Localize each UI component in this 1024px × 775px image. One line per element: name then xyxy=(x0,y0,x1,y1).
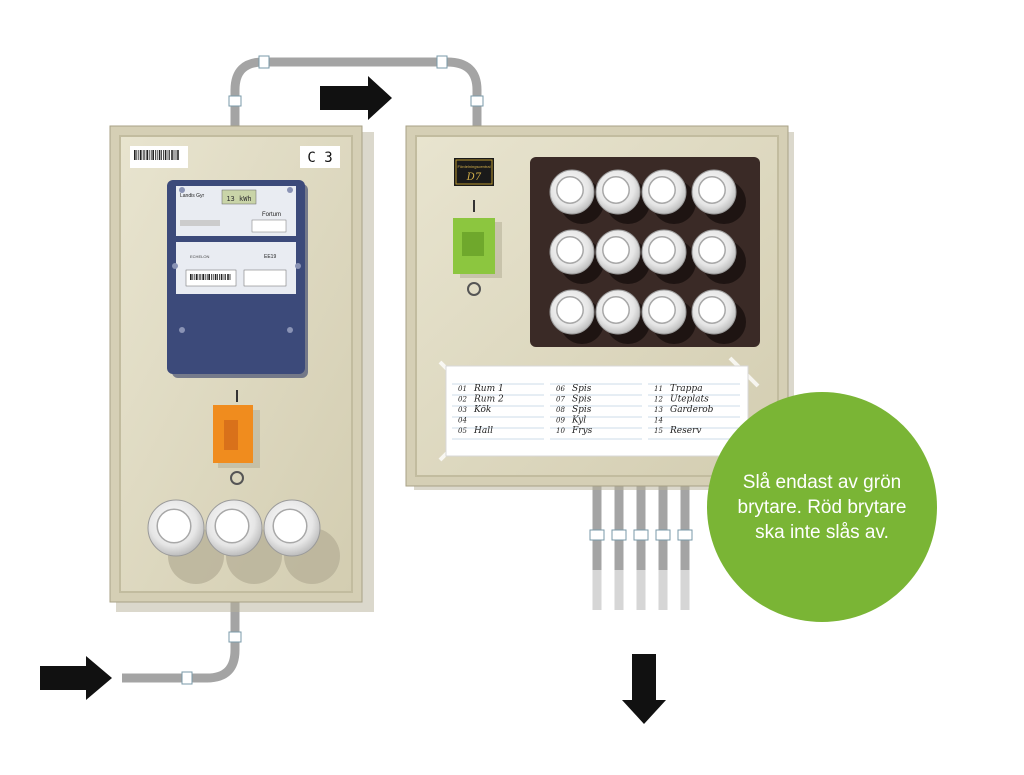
circuit-name: Reserv xyxy=(669,426,701,436)
circuit-name: Rum 1 xyxy=(473,384,504,394)
circuit-name: Spis xyxy=(572,384,592,394)
fuse-11 xyxy=(641,289,696,344)
fuse-5 xyxy=(549,229,604,284)
circuit-name: Hall xyxy=(473,426,493,436)
meter-fuse-3 xyxy=(263,499,321,557)
circuit-number: 03 xyxy=(458,406,467,414)
circuit-number: 12 xyxy=(654,396,663,404)
circuit-number: 02 xyxy=(458,396,467,404)
meter-fuses xyxy=(147,499,340,584)
circuit-name: Garderob xyxy=(670,405,714,415)
circuit-number: 06 xyxy=(556,385,565,393)
cable-out-fade xyxy=(585,570,697,615)
fuse-6 xyxy=(595,229,650,284)
meter-make: ECHELON xyxy=(190,254,209,259)
green-main-switch xyxy=(453,200,502,296)
panel-label: C 3 xyxy=(307,150,332,166)
meter-code: EE19 xyxy=(264,254,276,260)
cables xyxy=(122,57,690,683)
fuse-7 xyxy=(641,229,696,284)
circuit-name: Rum 2 xyxy=(473,395,504,405)
electricity-meter: Landis Gyr 13 kWh Fortum ECHELON EE19 xyxy=(167,180,308,378)
orange-main-switch xyxy=(213,390,260,485)
fuse-4 xyxy=(691,169,746,224)
fuse-3 xyxy=(641,169,696,224)
circuit-number: 01 xyxy=(458,385,467,393)
arrow-bottom-left-icon xyxy=(40,656,112,700)
fuse-2 xyxy=(595,169,650,224)
arrow-top-right-icon xyxy=(320,76,392,120)
circuit-number: 13 xyxy=(654,406,663,414)
cable-bottom xyxy=(122,600,240,683)
circuit-number: 10 xyxy=(556,427,565,435)
plate-title: Fördelningscentral xyxy=(458,164,491,169)
circuit-number: 15 xyxy=(654,427,663,435)
plate-code: D7 xyxy=(466,172,482,183)
cable-clips xyxy=(181,55,693,685)
meter-fuse-2 xyxy=(205,499,263,557)
circuit-number: 04 xyxy=(458,417,467,425)
cable-top xyxy=(230,57,482,128)
barcode-sticker xyxy=(130,146,188,168)
fuse-grid xyxy=(549,169,746,344)
meter-panel: C 3 Landis Gyr 13 kWh Fortum ECHELON EE1… xyxy=(109,125,374,612)
circuit-number: 05 xyxy=(458,427,467,435)
circuit-name: Uteplats xyxy=(670,395,709,405)
circuit-name: Trappa xyxy=(670,384,703,394)
circuit-name: Kök xyxy=(473,405,491,415)
circuit-name: Kyl xyxy=(571,416,586,426)
fuse-1 xyxy=(549,169,604,224)
circuit-name: Spis xyxy=(572,405,592,415)
fuse-12 xyxy=(691,289,746,344)
fuse-10 xyxy=(595,289,650,344)
arrow-down-icon xyxy=(622,654,666,724)
meter-brand2: Fortum xyxy=(262,212,281,218)
meter-display-value: 13 kWh xyxy=(226,195,251,203)
meter-brand: Landis Gyr xyxy=(180,193,205,199)
advice-text: Slå endast av grön brytare. Röd brytare … xyxy=(737,471,907,543)
circuit-number: 11 xyxy=(654,385,663,393)
circuit-name: Spis xyxy=(572,395,592,405)
circuit-number: 09 xyxy=(556,417,565,425)
fuse-8 xyxy=(691,229,746,284)
panel-label-box xyxy=(300,146,340,168)
fuse-box: Fördelningscentral D7 01 Rum 1 02 Rum 2 03 Kö… xyxy=(405,125,794,490)
circuit-number: 08 xyxy=(556,406,565,414)
meter-display xyxy=(221,189,257,205)
circuit-name: Frys xyxy=(571,426,593,436)
arrows xyxy=(40,76,666,724)
meter-fuse-1 xyxy=(147,499,205,557)
advice-badge: Slå endast av grön brytare. Röd brytare … xyxy=(707,392,937,622)
fuse-box-plate: Fördelningscentral D7 xyxy=(454,158,494,186)
circuit-number: 07 xyxy=(556,396,565,404)
circuit-number: 14 xyxy=(654,417,663,425)
fuse-9 xyxy=(549,289,604,344)
